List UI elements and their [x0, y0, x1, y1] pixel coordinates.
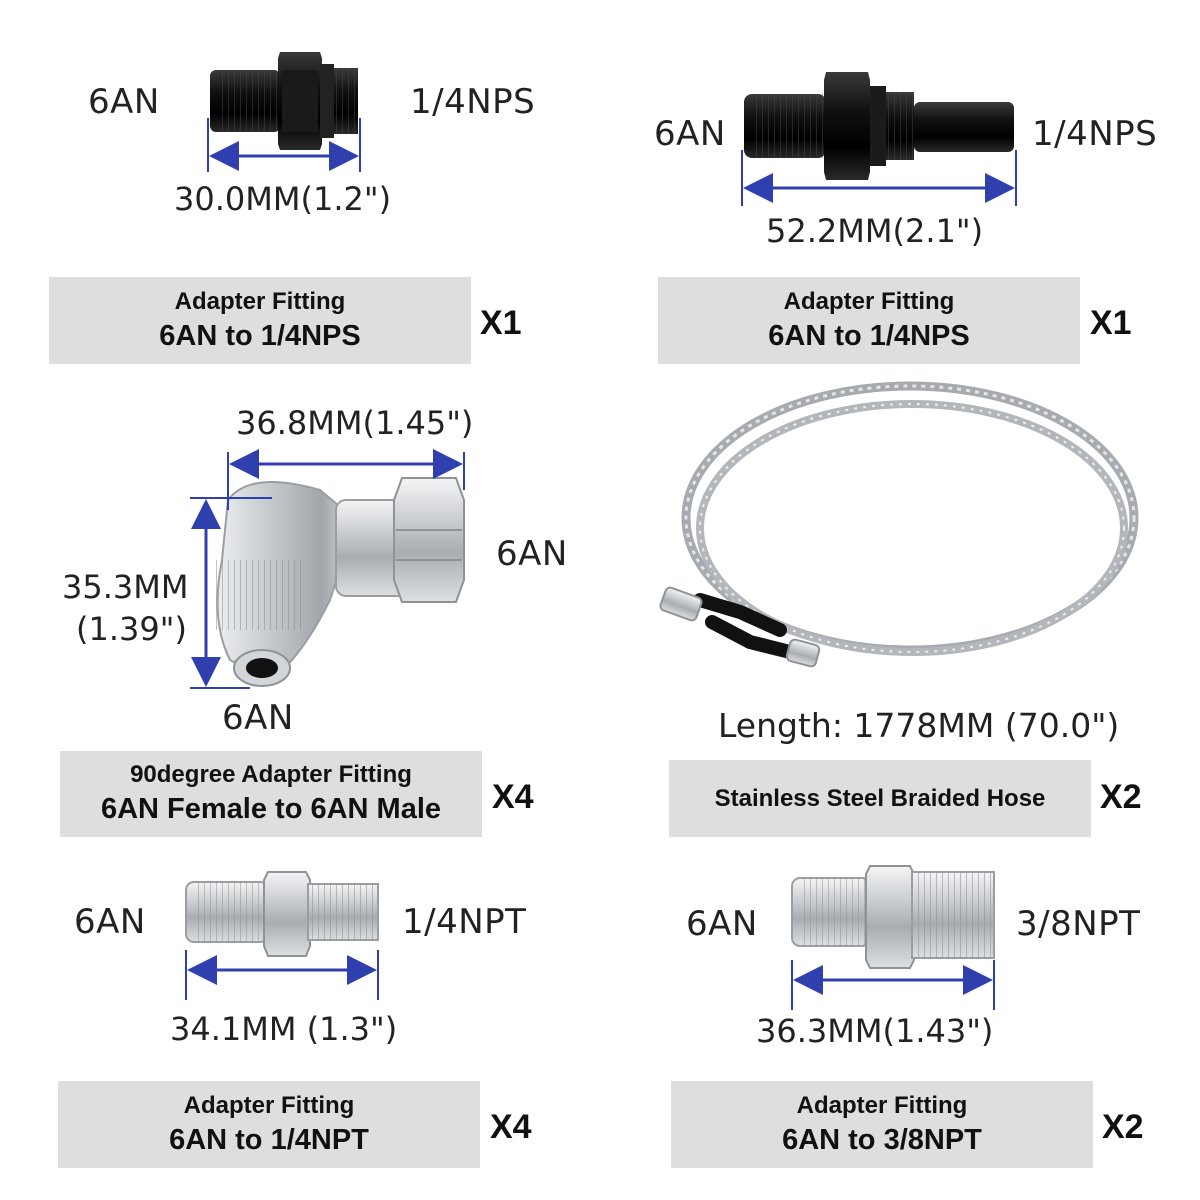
- item5-name: Adapter Fitting: [183, 1091, 355, 1119]
- item5-quantity: X4: [490, 1108, 532, 1146]
- item5-spec: 6AN to 1/4NPT: [169, 1123, 369, 1156]
- braided-hose-image: [659, 381, 1139, 668]
- item1-right-label: 1/4NPS: [410, 82, 536, 122]
- item3-top-label: 6AN: [496, 534, 568, 574]
- item2-quantity: X1: [1090, 304, 1132, 342]
- item3-height-dimension-in: (1.39"): [76, 610, 187, 648]
- elbow-fitting-image: [216, 477, 465, 687]
- item4-quantity: X2: [1100, 778, 1142, 816]
- item3-height-dimension-mm: 35.3MM: [62, 568, 189, 606]
- item6-name: Adapter Fitting: [796, 1091, 968, 1119]
- silver-fitting-npt14-image: [185, 871, 379, 957]
- item2-dimension: 52.2MM(2.1"): [766, 212, 984, 250]
- item2-label-box: Adapter Fitting 6AN to 1/4NPS: [658, 277, 1080, 364]
- item6-left-label: 6AN: [686, 904, 758, 944]
- item3-spec: 6AN Female to 6AN Male: [100, 793, 442, 825]
- item4-length: Length: 1778MM (70.0"): [718, 706, 1120, 745]
- item3-label-box: 90degree Adapter Fitting 6AN Female to 6…: [60, 751, 482, 837]
- item1-label-box: Adapter Fitting 6AN to 1/4NPS: [49, 277, 471, 364]
- dimension-line-item6: [791, 960, 995, 1010]
- item3-bottom-label: 6AN: [222, 698, 294, 738]
- item2-right-label: 1/4NPS: [1032, 114, 1158, 154]
- black-fitting-long-image: [744, 72, 1014, 180]
- item3-quantity: X4: [492, 778, 534, 816]
- item1-spec: 6AN to 1/4NPS: [159, 319, 361, 352]
- dimension-line-item5: [185, 950, 379, 1000]
- item5-dimension: 34.1MM (1.3"): [170, 1010, 398, 1048]
- item1-quantity: X1: [480, 304, 522, 342]
- item5-label-box: Adapter Fitting 6AN to 1/4NPT: [58, 1081, 480, 1168]
- item2-left-label: 6AN: [654, 114, 726, 154]
- item4-label-box: Stainless Steel Braided Hose: [669, 760, 1091, 837]
- item5-right-label: 1/4NPT: [402, 902, 527, 942]
- item6-quantity: X2: [1102, 1108, 1144, 1146]
- item1-name: Adapter Fitting: [174, 287, 346, 315]
- item6-label-box: Adapter Fitting 6AN to 3/8NPT: [671, 1081, 1093, 1168]
- dimension-line-item2: [741, 150, 1017, 206]
- item1-left-label: 6AN: [88, 82, 160, 122]
- item5-left-label: 6AN: [74, 902, 146, 942]
- dimension-line-item1: [207, 118, 361, 172]
- item3-width-dimension: 36.8MM(1.45"): [236, 404, 474, 442]
- black-fitting-short-image: [210, 52, 358, 150]
- item6-dimension: 36.3MM(1.43"): [756, 1012, 994, 1050]
- item6-spec: 6AN to 3/8NPT: [782, 1123, 982, 1156]
- item4-name: Stainless Steel Braided Hose: [714, 784, 1046, 812]
- item3-name: 90degree Adapter Fitting: [130, 761, 412, 788]
- item6-right-label: 3/8NPT: [1016, 904, 1141, 944]
- item2-name: Adapter Fitting: [783, 287, 955, 315]
- item2-spec: 6AN to 1/4NPS: [768, 319, 970, 352]
- silver-fitting-npt38-image: [791, 865, 995, 969]
- dimension-lines-item3: [190, 449, 465, 689]
- item1-dimension: 30.0MM(1.2"): [174, 180, 392, 218]
